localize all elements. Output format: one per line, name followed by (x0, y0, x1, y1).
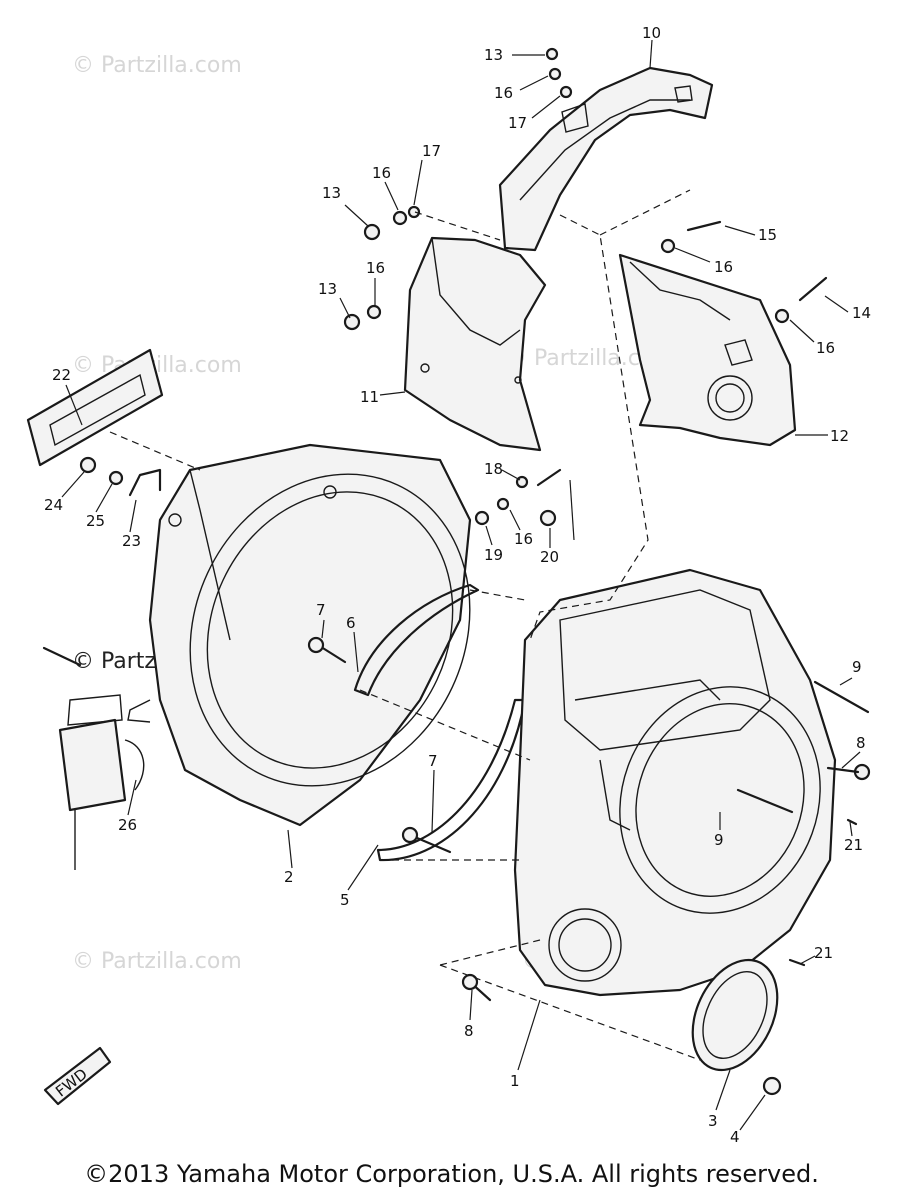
callout-25: 25 (86, 512, 105, 530)
fasteners (42, 47, 871, 1096)
callout-21: 21 (844, 836, 863, 854)
callout-9: 9 (714, 831, 724, 849)
callout-15: 15 (758, 226, 777, 244)
part-12-rear-plate (618, 253, 797, 447)
callout-12: 12 (830, 427, 849, 445)
part-1-crankcase-cover (513, 568, 837, 997)
part-26-ignition-coil (58, 694, 145, 870)
copyright-notice: ©2013 Yamaha Motor Corporation, U.S.A. A… (84, 1160, 819, 1188)
callout-9: 9 (852, 658, 862, 676)
callout-7: 7 (428, 752, 438, 770)
callout-22: 22 (52, 366, 71, 384)
callout-13: 13 (322, 184, 341, 202)
part-11-front-cover (403, 236, 547, 452)
callout-17: 17 (508, 114, 527, 132)
callout-5: 5 (340, 891, 350, 909)
callout-16: 16 (714, 258, 733, 276)
assembly-lines (109, 189, 701, 1061)
callout-26: 26 (118, 816, 137, 834)
callout-7: 7 (316, 601, 326, 619)
callout-4: 4 (730, 1128, 740, 1146)
callout-21: 21 (814, 944, 833, 962)
callout-14: 14 (852, 304, 871, 322)
callout-18: 18 (484, 460, 503, 478)
callout-16: 16 (372, 164, 391, 182)
part-10-upper-shroud (498, 66, 714, 252)
watermark: © Partzilla.com (72, 53, 242, 78)
callout-23: 23 (122, 532, 141, 550)
callout-labels: 13 16 17 10 13 16 17 13 16 11 15 16 14 1… (44, 24, 871, 1146)
callout-19: 19 (484, 546, 503, 564)
callout-24: 24 (44, 496, 63, 514)
callout-2: 2 (284, 868, 294, 886)
callout-6: 6 (346, 614, 356, 632)
callout-13: 13 (318, 280, 337, 298)
callout-3: 3 (708, 1112, 718, 1130)
callout-8: 8 (856, 734, 866, 752)
fwd-direction-marker (43, 1046, 112, 1106)
callout-10: 10 (642, 24, 661, 42)
callout-16: 16 (816, 339, 835, 357)
callout-16: 16 (514, 530, 533, 548)
callout-20: 20 (540, 548, 559, 566)
callout-8: 8 (464, 1022, 474, 1040)
leader-lines (61, 39, 861, 1131)
watermark: © Partzilla.com (72, 949, 242, 974)
part-22-decal (26, 348, 164, 467)
part-2-fan-shroud (127, 443, 472, 827)
callout-11: 11 (360, 388, 379, 406)
part-3-cover-plate (691, 958, 779, 1072)
callout-17: 17 (422, 142, 441, 160)
callout-16: 16 (366, 259, 385, 277)
callout-1: 1 (510, 1072, 520, 1090)
callout-13: 13 (484, 46, 503, 64)
callout-16: 16 (494, 84, 513, 102)
